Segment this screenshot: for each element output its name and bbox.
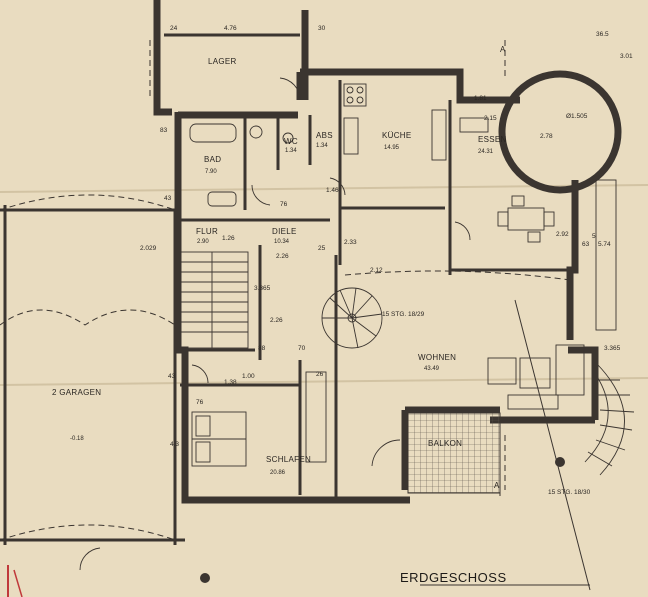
furniture [189,83,617,467]
dim-label: 2.92 [556,231,569,238]
dim-label: 30 [318,25,326,32]
dim-label: 43 [164,195,172,202]
doors [79,77,471,583]
room-label-schlafen: SCHLAFEN [266,455,311,464]
dim-label: 3.365 [254,285,271,292]
section-marker-a-top: A [500,45,506,54]
section-marker-a-bottom: A [494,481,500,490]
room-area-diele: 10.34 [274,239,290,245]
dim-label: 36.5 [596,31,609,38]
dim-label: 63 [582,241,590,248]
dim-label: 4.76 [224,25,237,32]
dim-label: 5 [592,233,596,240]
dim-label: 70 [298,345,306,352]
room-area-wohnen: 43.49 [424,366,440,372]
dim-label: 2.33 [344,239,357,246]
room-label-diele: DIELE [272,227,297,236]
dim-label: Ø1.505 [566,113,588,120]
dim-label: 3.365 [604,345,621,352]
room-label-flur: FLUR [196,227,218,236]
room-label-wohnen: WOHNEN [418,353,456,362]
dimension-labels: 24 4.76 30 1.81 2.15 2.78 Ø1.505 3.01 36… [140,25,633,448]
dim-label: 5.74 [598,241,611,248]
room-area-flur: 2.90 [197,239,209,245]
dim-label: 4.3 [170,441,179,448]
section-markers: A A [494,45,506,490]
dim-label: 2.78 [540,133,553,140]
walls [0,0,622,545]
room-label-kueche: KÜCHE [382,131,412,140]
dim-label: 24 [170,25,178,32]
room-labels: LAGER BAD 7.90 WC 1.34 ABS 1.34 KÜCHE 14… [52,57,591,496]
stair-label-outer: 15 STG. 18/30 [548,489,591,496]
dashed-lines [0,40,591,591]
dim-label: 2.12 [370,267,383,274]
dim-label: 1.81 [474,95,487,102]
room-label-balkon: BALKON [428,439,462,448]
dim-label: 88 [258,345,266,352]
dim-label: 26 [316,371,324,378]
dim-label: 2.15 [484,115,497,122]
spiral-stair-outer [555,364,635,476]
room-label-bad: BAD [204,155,221,164]
staircase-inner [179,251,249,349]
paper-folds [0,184,648,386]
dim-label: 76 [280,201,288,208]
room-label-abs: ABS [316,131,333,140]
room-area-wc: 1.34 [285,148,297,154]
room-area-essen: 24.31 [478,149,494,155]
dim-label: 43 [168,373,176,380]
dim-label: 1.46 [326,187,339,194]
dim-label: 2.26 [276,253,289,260]
room-label-wc: WC [284,137,298,146]
dim-label: 2.26 [270,317,283,324]
spiral-stair-inner [321,287,383,349]
plan-title: ERDGESCHOSS [400,570,507,585]
dim-label: 25 [318,245,326,252]
dim-label: 1.00 [242,373,255,380]
room-label-essen: ESSEN [478,135,507,144]
dim-label: 3.01 [620,53,633,60]
balkon-floor [407,412,501,494]
room-label-lager: LAGER [208,57,237,66]
room-area-garagen: -0.18 [70,436,84,442]
dim-label: 76 [196,399,204,406]
stair-label-inner: 15 STG. 18/29 [382,311,425,318]
dim-label: 1.38 [224,379,237,386]
dim-label: 83 [160,127,168,134]
red-marks [7,565,23,597]
room-area-bad: 7.90 [205,169,217,175]
dim-label: 2.029 [140,245,157,252]
room-area-abs: 1.34 [316,143,328,149]
room-area-kueche: 14.95 [384,145,400,151]
room-area-schlafen: 20.86 [270,470,286,476]
dim-label: 1.26 [222,235,235,242]
room-label-garagen: 2 GARAGEN [52,388,101,397]
